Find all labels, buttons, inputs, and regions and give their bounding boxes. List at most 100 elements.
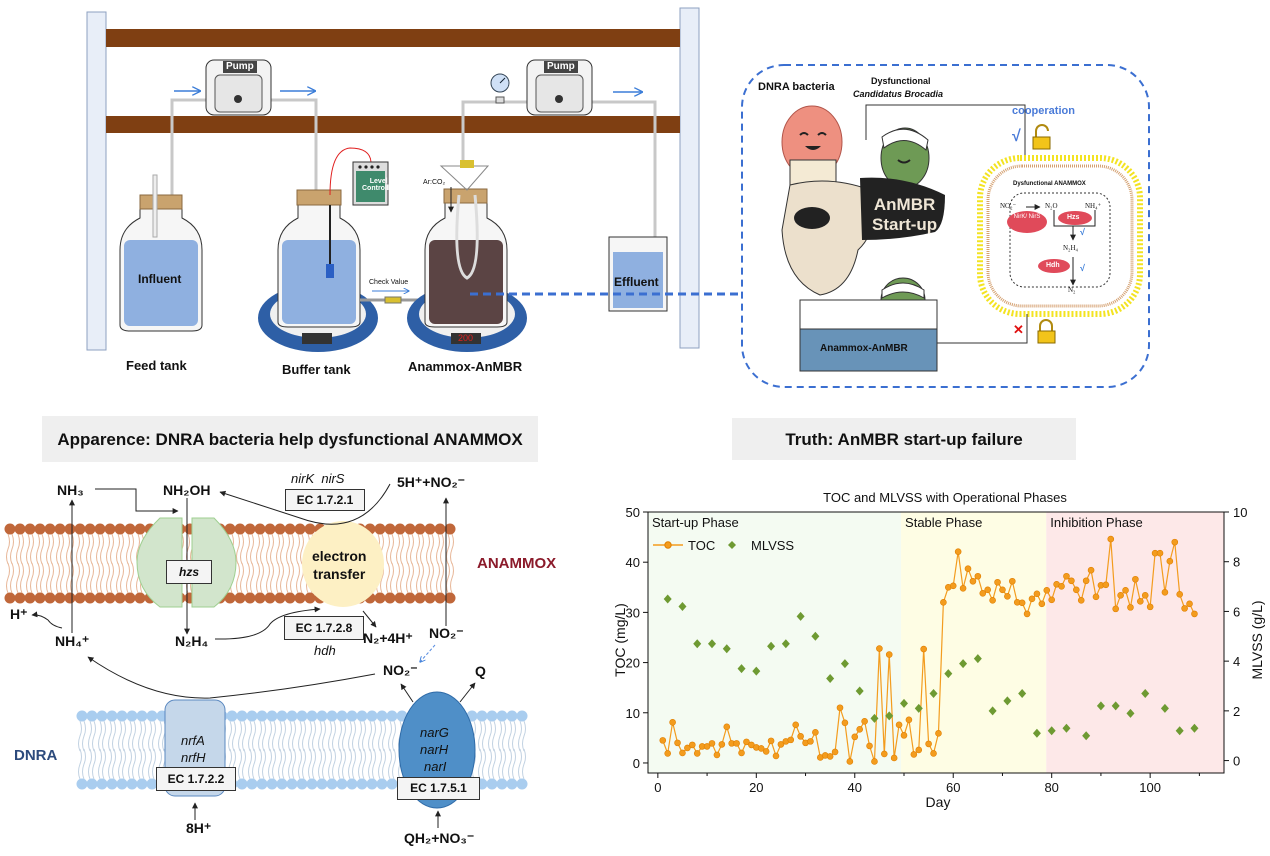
lipid-head (516, 710, 528, 722)
toc-point (1186, 600, 1193, 608)
nh4-label: NH₄⁺ (1085, 202, 1102, 210)
lipid-tail (78, 720, 86, 780)
lipid-head (384, 592, 396, 604)
toc-point (964, 565, 972, 573)
lipid-head (244, 523, 256, 535)
lipid-head (434, 523, 446, 535)
lipid-head (224, 523, 236, 535)
lipid-head (434, 592, 446, 604)
legend-mlvss-marker (728, 541, 736, 549)
lipid-head (84, 592, 96, 604)
arrow-no2-nh4 (87, 656, 376, 699)
mlvss-point (944, 669, 953, 679)
nh2oh-label: NH₂OH (163, 482, 211, 498)
toc-point (1018, 599, 1026, 607)
toc-point (718, 741, 726, 748)
qh2-no3-label: QH₂+NO₃⁻ (404, 830, 475, 846)
lipid-head (54, 592, 66, 604)
toc-point (910, 751, 918, 758)
toc-point (984, 586, 991, 594)
lipid-head (244, 592, 256, 604)
lipid-head (326, 710, 338, 722)
lipid-tail (386, 533, 394, 594)
toc-point (1048, 596, 1055, 604)
toc-point (954, 548, 962, 555)
start-up-line2: Start-up (872, 215, 938, 234)
hdh-label: hdh (314, 643, 336, 658)
lipid-head (94, 523, 106, 535)
toc-point (1122, 586, 1129, 594)
lipid-head (74, 592, 86, 604)
fail-cross-icon: ✕ (1013, 322, 1024, 337)
y2-axis-label: MLVSS (g/L) (1249, 600, 1265, 679)
lipid-tail (118, 720, 126, 780)
hzs-enzyme-left (136, 517, 183, 608)
lipid-head (234, 523, 246, 535)
lipid-head (14, 592, 26, 604)
n2h4-label: N₂H₄ (175, 633, 209, 649)
mlvss-point (678, 601, 687, 611)
toc-point (1156, 549, 1164, 557)
lipid-tail (116, 533, 124, 594)
cooperation-label: cooperation (1012, 105, 1075, 117)
lipid-head (54, 523, 66, 535)
lipid-head (266, 778, 278, 790)
toc-point (1009, 577, 1016, 585)
y-axis-label: TOC (mg/L) (612, 603, 628, 677)
lipid-tail (86, 533, 94, 594)
influent-label: Influent (138, 272, 182, 286)
toc-point (1038, 600, 1046, 608)
toc-point (703, 743, 711, 750)
y-tick-label: 0 (633, 756, 640, 771)
toc-point (679, 749, 686, 757)
toc-point (895, 721, 903, 729)
lipid-head (264, 592, 276, 604)
toc-point (807, 738, 814, 745)
toc-point (787, 736, 795, 744)
lipid-head (506, 778, 518, 790)
toc-point (885, 651, 893, 658)
dnra-label: DNRA (14, 747, 58, 764)
toc-point (1043, 586, 1051, 594)
lipid-tail (106, 533, 114, 594)
mlvss-point (1096, 701, 1105, 711)
toc-point (797, 733, 804, 740)
lipid-head (376, 778, 388, 790)
toc-point (861, 718, 868, 725)
electron-line1: electron (312, 548, 367, 564)
mlvss-point (1082, 731, 1091, 741)
lipid-head (346, 710, 358, 722)
x-tick-label: 0 (654, 780, 661, 795)
y-tick-label: 20 (626, 656, 640, 671)
lipid-tail (158, 720, 166, 780)
mlvss-point (826, 674, 835, 684)
lipid-head (286, 778, 298, 790)
lipid-head (96, 778, 108, 790)
lipid-tail (76, 533, 84, 594)
lipid-head (246, 710, 258, 722)
x-tick-label: 100 (1139, 780, 1161, 795)
lipid-tail (388, 720, 396, 780)
lipid-head (376, 710, 388, 722)
feed-tank-bottle (119, 174, 203, 332)
toc-point (792, 721, 799, 729)
toc-point (1028, 595, 1036, 603)
pressure-gauge-icon (490, 73, 510, 104)
check-mark: √ (1012, 128, 1021, 145)
phase-label: Inhibition Phase (1050, 515, 1143, 530)
toc-point (979, 590, 987, 597)
toc-point (1146, 603, 1154, 611)
anammox-cell-membrane (977, 155, 1143, 317)
mlvss-point (1126, 708, 1135, 718)
mlvss-point (796, 611, 805, 621)
y2-tick-label: 0 (1233, 754, 1240, 769)
lipid-head (64, 523, 76, 535)
hdh-label: Hdh (1046, 262, 1060, 269)
start-up-line1: AnMBR (873, 195, 936, 214)
y-tick-label: 50 (626, 505, 640, 520)
lipid-head (486, 778, 498, 790)
toc-point (831, 748, 839, 756)
